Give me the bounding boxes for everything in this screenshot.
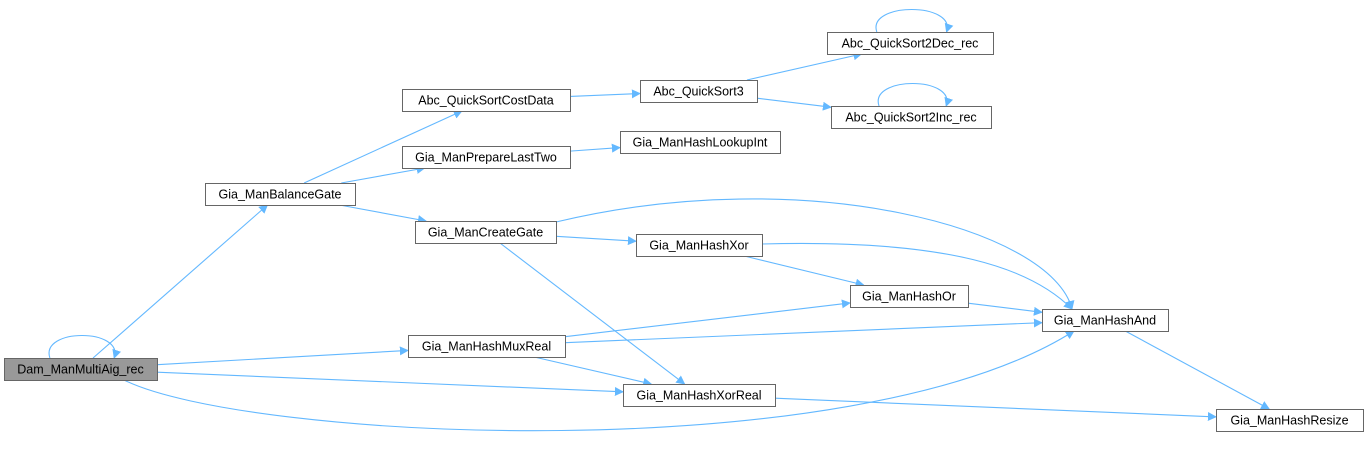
- edges-layer: [48, 9, 1270, 432]
- node-label: Gia_ManBalanceGate: [219, 188, 342, 202]
- node-box: [640, 80, 758, 103]
- node-label: Gia_ManHashMuxReal: [422, 340, 551, 354]
- edge-hand-to-resize: [1125, 330, 1270, 410]
- node-dam[interactable]: Dam_ManMultiAig_rec: [4, 358, 158, 381]
- edge-dam-to-dam: [48, 335, 121, 359]
- edge-qscd-to-qs3: [569, 89, 641, 99]
- node-label: Gia_ManHashXorReal: [636, 389, 761, 403]
- node-label: Gia_ManHashOr: [862, 290, 956, 304]
- node-label: Abc_QuickSortCostData: [418, 94, 554, 108]
- edge-qs2dec-to-qs2dec: [875, 9, 954, 33]
- edge-create-to-hand: [555, 198, 1075, 310]
- edge-xorreal-to-resize: [774, 397, 1217, 422]
- node-label: Dam_ManMultiAig_rec: [17, 363, 143, 377]
- edge-create-to-hxor: [555, 235, 637, 246]
- edge-dam-to-xorreal: [156, 371, 624, 396]
- node-hxor[interactable]: Gia_ManHashXor: [636, 234, 763, 257]
- node-label: Gia_ManHashXor: [649, 239, 748, 253]
- edge-qs2inc-to-qs2inc: [877, 83, 954, 107]
- edge-create-to-xorreal: [499, 242, 686, 385]
- node-box: [850, 285, 969, 308]
- node-qscd[interactable]: Abc_QuickSortCostData: [402, 89, 571, 112]
- edge-muxreal-to-xorreal: [534, 356, 653, 387]
- node-label: Gia_ManHashResize: [1230, 414, 1348, 428]
- node-box: [402, 146, 571, 169]
- node-box: [1042, 309, 1169, 332]
- node-qs2inc[interactable]: Abc_QuickSort2Inc_rec: [831, 106, 992, 129]
- edge-prep-to-lookup: [569, 143, 621, 153]
- node-resize[interactable]: Gia_ManHashResize: [1216, 409, 1364, 432]
- node-label: Gia_ManCreateGate: [428, 226, 543, 240]
- nodes-layer: Dam_ManMultiAig_rec Gia_ManBalanceGate Abc…: [4, 32, 1364, 432]
- edge-hxor-to-hand: [761, 242, 1073, 310]
- node-box: [402, 89, 571, 112]
- node-prep[interactable]: Gia_ManPrepareLastTwo: [402, 146, 571, 169]
- node-box: [205, 183, 356, 206]
- node-box: [623, 384, 776, 407]
- node-label: Abc_QuickSort2Inc_rec: [845, 111, 976, 125]
- edge-qs3-to-qs2inc: [756, 97, 832, 111]
- node-box: [620, 131, 781, 154]
- node-qs2dec[interactable]: Abc_QuickSort2Dec_rec: [827, 32, 994, 55]
- node-box: [1216, 409, 1364, 432]
- edge-balance-to-create: [339, 204, 427, 224]
- node-balance[interactable]: Gia_ManBalanceGate: [205, 183, 356, 206]
- node-label: Abc_QuickSort3: [653, 85, 743, 99]
- node-box: [408, 335, 566, 358]
- edge-hxor-to-hor: [744, 255, 865, 288]
- node-box: [4, 358, 158, 381]
- edge-hor-to-hand: [967, 302, 1043, 316]
- node-muxreal[interactable]: Gia_ManHashMuxReal: [408, 335, 566, 358]
- node-box: [415, 221, 557, 244]
- node-qs3[interactable]: Abc_QuickSort3: [640, 80, 758, 103]
- node-box: [831, 106, 992, 129]
- node-box: [827, 32, 994, 55]
- node-lookup[interactable]: Gia_ManHashLookupInt: [620, 131, 781, 154]
- edge-muxreal-to-hand: [564, 318, 1043, 344]
- edge-dam-to-balance: [92, 204, 269, 359]
- node-label: Abc_QuickSort2Dec_rec: [842, 37, 979, 51]
- edge-balance-to-qscd: [303, 110, 463, 184]
- edge-muxreal-to-hor: [564, 299, 851, 338]
- node-label: Gia_ManHashLookupInt: [633, 136, 768, 150]
- node-hor[interactable]: Gia_ManHashOr: [850, 285, 969, 308]
- node-label: Gia_ManHashAnd: [1054, 314, 1156, 328]
- edge-dam-to-hand: [123, 330, 1075, 432]
- node-hand[interactable]: Gia_ManHashAnd: [1042, 309, 1169, 332]
- node-label: Gia_ManPrepareLastTwo: [415, 151, 557, 165]
- edge-qs3-to-qs2dec: [746, 51, 863, 81]
- node-box: [636, 234, 763, 257]
- node-create[interactable]: Gia_ManCreateGate: [415, 221, 557, 244]
- node-xorreal[interactable]: Gia_ManHashXorReal: [623, 384, 776, 407]
- edge-balance-to-prep: [341, 165, 426, 184]
- edge-dam-to-muxreal: [156, 346, 409, 366]
